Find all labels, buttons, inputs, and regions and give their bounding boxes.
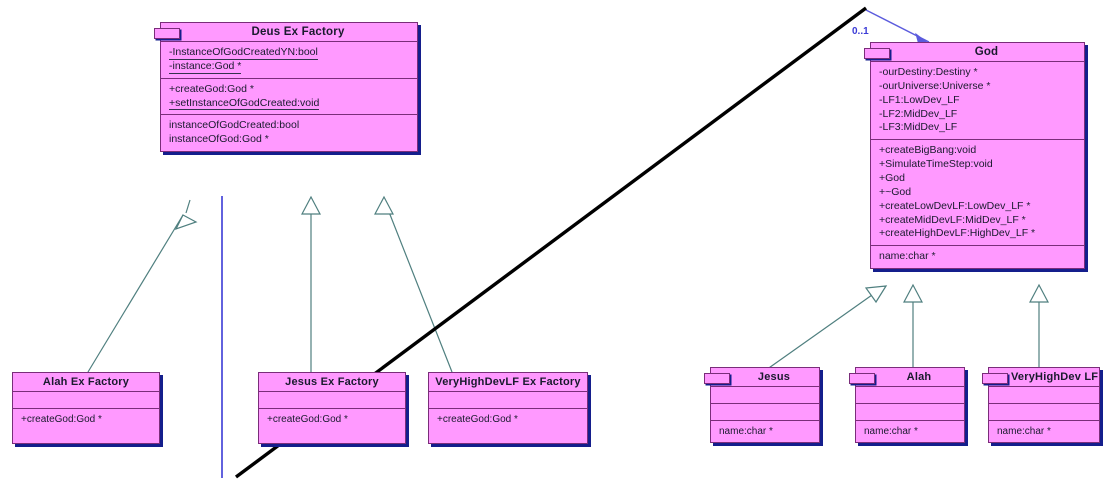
extra-row: instanceOfGod:God *: [169, 133, 269, 146]
class-title-alah: Alah: [906, 371, 932, 383]
classifier-tab-icon: [849, 373, 875, 384]
operation-row: +createMidDevLF:MidDev_LF *: [879, 213, 1026, 226]
attributes-compartment-jesus: [711, 386, 819, 403]
generalization-veryhighdevlf-to-god: [1029, 283, 1049, 370]
attributes-compartment-alah-ex-factory: [13, 391, 159, 408]
operation-row: +SimulateTimeStep:void: [879, 158, 993, 171]
extras-compartment-veryhighdev-lf: name:char *: [989, 420, 1099, 442]
operation-spacer: [429, 426, 587, 439]
attributes-compartment-god: -ourDestiny:Destiny * -ourUniverse:Unive…: [871, 61, 1084, 139]
class-title-alah-ex-factory: Alah Ex Factory: [42, 376, 130, 388]
class-box-alah[interactable]: Alah name:char *: [849, 367, 965, 444]
attributes-compartment-deus-ex-factory: -InstanceOfGodCreatedYN:bool -instance:G…: [161, 41, 417, 78]
operations-compartment-alah: [856, 403, 964, 420]
class-box-jesus[interactable]: Jesus name:char *: [704, 367, 820, 444]
attribute-row: -ourDestiny:Destiny *: [879, 66, 978, 78]
extras-compartment-deus-ex-factory: instanceOfGodCreated:bool instanceOfGod:…: [161, 114, 417, 151]
extra-row: instanceOfGodCreated:bool: [169, 119, 300, 132]
attribute-row: -LF1:LowDev_LF: [879, 93, 960, 106]
extra-row: name:char *: [719, 426, 773, 437]
generalization-jesusexfactory-to-deus: [301, 195, 321, 372]
generalization-veryhighdevlfexfactory-to-deus: [374, 195, 453, 373]
classifier-tab-icon: [864, 48, 890, 59]
extra-row: name:char *: [997, 426, 1051, 437]
class-box-veryhighdevlf-ex-factory[interactable]: VeryHighDevLF Ex Factory +createGod:God …: [428, 372, 588, 445]
attributes-compartment-alah: [856, 386, 964, 403]
operations-compartment-god: +createBigBang:void +SimulateTimeStep:vo…: [871, 139, 1084, 245]
operation-row: +createGod:God *: [437, 414, 518, 425]
attributes-compartment-veryhighdevlf-ex-factory: [429, 391, 587, 408]
operation-row: +createGod:God *: [267, 414, 348, 425]
class-title-jesus-ex-factory: Jesus Ex Factory: [285, 376, 379, 388]
generalization-alahexfactory-to-deus: [87, 199, 198, 373]
generalization-alah-to-god: [903, 283, 923, 370]
generalization-jesus-to-god: [765, 285, 888, 371]
class-title-veryhighdev-lf: VeryHighDev LF: [1011, 371, 1099, 383]
operation-row: +setInstanceOfGodCreated:void: [169, 96, 320, 111]
classifier-tab-icon: [982, 373, 1008, 384]
operations-compartment-veryhighdevlf-ex-factory: +createGod:God *: [429, 408, 587, 443]
operations-compartment-veryhighdev-lf: [989, 403, 1099, 420]
extras-compartment-alah: name:char *: [856, 420, 964, 442]
attribute-row: -InstanceOfGodCreatedYN:bool: [169, 46, 318, 60]
extra-row: name:char *: [864, 426, 918, 437]
class-box-god[interactable]: God -ourDestiny:Destiny * -ourUniverse:U…: [864, 42, 1085, 270]
multiplicity-label-god: 0..1: [852, 26, 869, 37]
operations-compartment-jesus: [711, 403, 819, 420]
classifier-tab-icon: [154, 28, 180, 39]
operation-spacer: [259, 426, 405, 439]
operation-row: +createHighDevLF:HighDev_LF *: [879, 227, 1036, 240]
extras-compartment-jesus: name:char *: [711, 420, 819, 442]
attribute-row: -ourUniverse:Universe *: [879, 79, 991, 92]
class-box-alah-ex-factory[interactable]: Alah Ex Factory +createGod:God *: [12, 372, 160, 445]
attribute-row: -instance:God *: [169, 59, 242, 74]
operation-row: +createBigBang:void: [879, 144, 977, 157]
operations-compartment-deus-ex-factory: +createGod:God * +setInstanceOfGodCreate…: [161, 77, 417, 115]
classifier-tab-icon: [704, 373, 730, 384]
operation-row: +God: [879, 172, 905, 185]
class-box-deus-ex-factory[interactable]: Deus Ex Factory -InstanceOfGodCreatedYN:…: [154, 22, 418, 153]
extras-compartment-god: name:char *: [871, 245, 1084, 268]
class-title-god: God: [974, 46, 999, 58]
operation-spacer: [13, 426, 159, 439]
attribute-row: -LF3:MidDev_LF: [879, 121, 958, 134]
operation-row: +createGod:God *: [169, 82, 254, 95]
class-title-deus-ex-factory: Deus Ex Factory: [251, 26, 345, 38]
operations-compartment-alah-ex-factory: +createGod:God *: [13, 408, 159, 443]
extra-row: name:char *: [879, 250, 936, 263]
attribute-row: -LF2:MidDev_LF: [879, 107, 958, 120]
operation-row: +createGod:God *: [21, 414, 102, 425]
operation-row: +~God: [879, 185, 912, 198]
operation-row: +createLowDevLF:LowDev_LF *: [879, 199, 1031, 212]
attributes-compartment-jesus-ex-factory: [259, 391, 405, 408]
class-title-veryhighdevlf-ex-factory: VeryHighDevLF Ex Factory: [435, 376, 581, 388]
class-box-jesus-ex-factory[interactable]: Jesus Ex Factory +createGod:God *: [258, 372, 406, 445]
class-box-veryhighdev-lf[interactable]: VeryHighDev LF name:char *: [982, 367, 1100, 444]
operations-compartment-jesus-ex-factory: +createGod:God *: [259, 408, 405, 443]
attributes-compartment-veryhighdev-lf: [989, 386, 1099, 403]
